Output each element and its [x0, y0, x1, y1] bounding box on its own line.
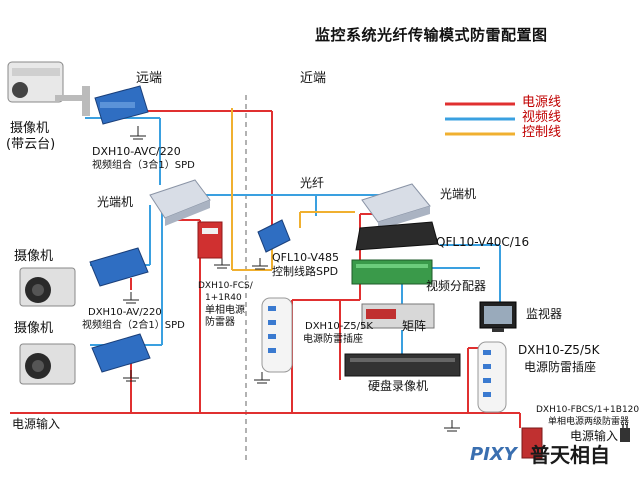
spd-avc-model-label: DXH10-AVC/220: [92, 145, 181, 158]
z5-left-desc-label: 电源防雷插座: [303, 334, 363, 345]
plug-icon: [620, 424, 630, 442]
diagram-title: 监控系统光纤传输模式防雷配置图: [315, 26, 548, 44]
spd-av-device-1-icon: [89, 247, 149, 287]
camera-ptz-sublabel: (带云台): [6, 137, 56, 152]
qfl-v485-model-label: QFL10-V485: [272, 251, 339, 264]
matrix-label: 矩阵: [402, 319, 427, 333]
power-lines: [10, 92, 521, 428]
legend: [445, 102, 515, 136]
fcs-label-4: 防雷器: [205, 317, 235, 328]
zone-remote-label: 远端: [136, 71, 163, 86]
legend-video-label: 视频线: [522, 110, 562, 125]
camera-2-label: 摄像机: [14, 249, 54, 264]
zone-near-label: 近端: [300, 71, 327, 86]
fcs-spd-device-icon: [197, 221, 223, 259]
optical-near-label: 光端机: [440, 187, 477, 201]
spd-av-model-label: DXH10-AV/220: [88, 307, 162, 318]
optical-remote-label: 光端机: [97, 195, 134, 209]
dvr-label: 硬盘录像机: [368, 379, 429, 393]
fcs-label-3: 单相电源: [205, 305, 245, 316]
optical-remote-device-icon: [149, 179, 211, 226]
z5-left-model-label: DXH10-Z5/5K: [305, 321, 373, 332]
matrix-device-icon: [361, 303, 435, 329]
logo-brand: PIXY: [470, 444, 517, 465]
fbcs-desc-label: 单相电源两级防雷器: [548, 417, 630, 427]
spd-avc-desc-label: 视频组合（3合1）SPD: [92, 160, 195, 171]
camera-3-icon: [19, 343, 76, 385]
monitor-label: 监视器: [526, 307, 563, 321]
spd-av-desc-label: 视频组合（2合1）SPD: [82, 320, 185, 331]
video-distributor-label: 视频分配器: [426, 279, 487, 293]
monitor-icon: [479, 301, 517, 332]
fcs-label-1: DXH10-FCS/: [198, 281, 253, 291]
logo-name: 普天相自: [530, 443, 610, 467]
video-distributor-device-icon: [351, 259, 433, 285]
qfl-v485-device-icon: [257, 219, 291, 253]
dvr-device-icon: [344, 353, 461, 377]
camera-ptz-label: 摄像机: [10, 121, 50, 136]
ptz-camera-icon: [7, 61, 90, 116]
qfl-v40c-label: QFL10-V40C/16: [436, 235, 530, 249]
camera-3-label: 摄像机: [14, 321, 54, 336]
legend-control-label: 控制线: [522, 125, 562, 140]
camera-2-icon: [19, 267, 76, 307]
z5-right-desc-label: 电源防雷插座: [524, 360, 597, 374]
fcs-label-2: 1+1R40: [205, 293, 242, 303]
fiber-label: 光纤: [300, 176, 325, 190]
control-lines: [231, 108, 355, 271]
power-input-left-label: 电源输入: [12, 417, 61, 431]
qfl-v40c-device-icon: [355, 221, 439, 251]
power-strip-left-icon: [261, 297, 293, 373]
fbcs-spd-device-icon: [521, 427, 543, 459]
z5-right-model-label: DXH10-Z5/5K: [518, 343, 600, 357]
power-strip-right-icon: [477, 341, 507, 413]
fbcs-model-label: DXH10-FBCS/1+1B120: [536, 405, 640, 415]
ground-symbols: [123, 126, 460, 432]
spd-av-device-2-icon: [91, 333, 151, 373]
spd-avc-device-icon: [94, 85, 149, 125]
qfl-v485-desc-label: 控制线路SPD: [272, 265, 339, 278]
power-input-right-label: 电源输入: [570, 429, 619, 443]
legend-power-label: 电源线: [522, 95, 562, 110]
optical-near-device-icon: [361, 183, 431, 230]
